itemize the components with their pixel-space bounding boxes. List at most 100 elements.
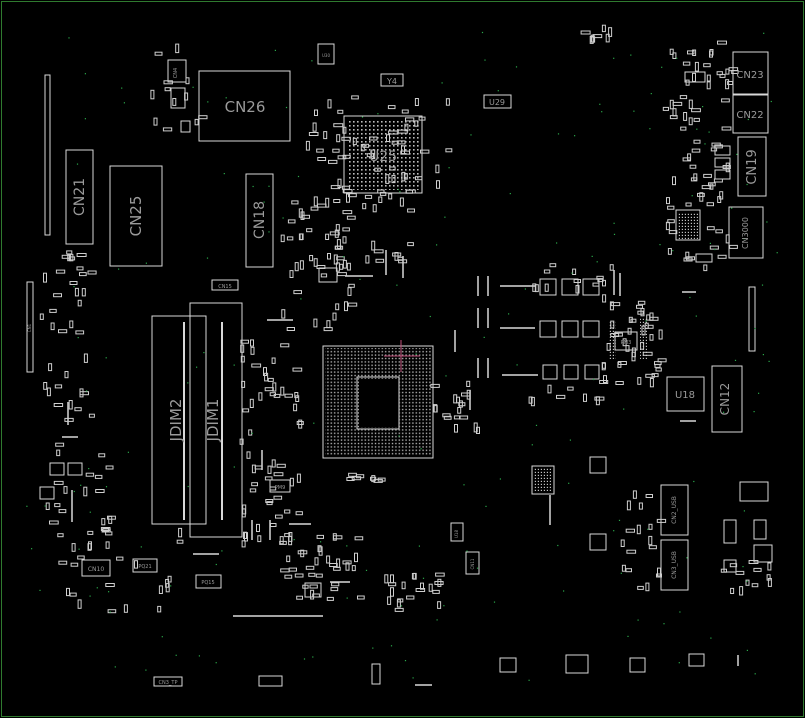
via: [285, 106, 288, 109]
via: [770, 100, 772, 103]
smd-component: [392, 252, 402, 257]
via: [776, 252, 778, 254]
smd-component: [699, 192, 704, 202]
smd-component: [683, 112, 688, 121]
smd-component: [657, 358, 667, 363]
cn23-label: CN23: [736, 70, 763, 81]
cn3-tp-outline[interactable]: [153, 676, 183, 687]
cn2-usb-outline[interactable]: [660, 484, 689, 536]
cn12-outline[interactable]: [711, 365, 743, 433]
cn15-outline[interactable]: [211, 279, 239, 291]
via: [300, 298, 302, 300]
smd-component: [85, 472, 95, 477]
smd-component: [602, 362, 606, 369]
via: [754, 327, 756, 330]
smd-component: [43, 272, 47, 283]
cn3-usb-outline[interactable]: [660, 539, 689, 591]
cn18-outline[interactable]: [245, 173, 274, 268]
smd-component: [401, 581, 406, 590]
smd-component: [411, 573, 416, 580]
smd-component: [638, 502, 643, 510]
cn22-outline[interactable]: [732, 94, 769, 134]
smd-component: [325, 233, 330, 240]
via: [187, 382, 189, 384]
smd-component: [333, 254, 338, 265]
smd-component: [667, 248, 672, 255]
via: [645, 320, 647, 322]
cn4-outline[interactable]: [167, 59, 187, 83]
smd-component: [276, 463, 286, 468]
smd-component: [753, 567, 762, 572]
smd-component: [242, 408, 250, 413]
cpu-socket-outline[interactable]: [322, 345, 434, 459]
smd-component: [154, 51, 163, 56]
smd-component: [706, 74, 711, 82]
via: [114, 666, 116, 668]
smd-component: [275, 514, 283, 519]
smd-component: [437, 578, 442, 587]
via: [39, 589, 41, 591]
smd-component: [347, 287, 352, 296]
smd-component: [331, 582, 340, 587]
smd-component: [706, 81, 711, 90]
smd-component: [157, 605, 162, 613]
smd-component: [178, 527, 183, 538]
smd-component: [400, 150, 410, 155]
smd-component: [284, 509, 291, 514]
smd-component: [766, 574, 771, 581]
pq15-outline[interactable]: [195, 574, 222, 589]
via: [397, 188, 399, 191]
jdim1-outline[interactable]: [189, 302, 243, 538]
cn11-outline[interactable]: [465, 551, 480, 575]
smd-component: [54, 503, 61, 508]
smd-component: [264, 476, 273, 481]
smd-component: [662, 106, 669, 111]
u18-outline[interactable]: [666, 376, 705, 412]
smd-component: [672, 176, 676, 186]
cn19-outline[interactable]: [737, 136, 767, 197]
via: [708, 131, 710, 133]
smd-component: [294, 262, 299, 272]
smd-component: [751, 583, 759, 588]
cn3000-outline[interactable]: [728, 206, 764, 259]
smd-component: [79, 391, 89, 396]
smd-component: [244, 532, 248, 542]
smd-component: [288, 535, 293, 546]
via: [650, 93, 652, 95]
smd-component: [717, 196, 722, 204]
smd-component: [397, 256, 404, 261]
smd-component: [49, 520, 59, 525]
pq21-outline[interactable]: [132, 558, 158, 573]
cn10-outline[interactable]: [81, 559, 111, 577]
smd-component: [636, 304, 643, 309]
jdim2-label: JDIM2: [167, 399, 185, 443]
via: [714, 248, 716, 251]
smd-component: [721, 126, 732, 131]
jdim2-outline[interactable]: [151, 315, 207, 525]
smd-component: [739, 586, 744, 596]
smd-component: [323, 327, 333, 332]
smd-component: [375, 258, 385, 263]
via: [574, 135, 576, 137]
smd-component: [70, 562, 79, 567]
smd-component: [313, 318, 318, 328]
smd-component: [685, 79, 690, 86]
smd-component: [420, 149, 430, 154]
smd-component: [687, 50, 695, 55]
u25-label: U25: [369, 149, 397, 165]
cn21-outline[interactable]: [65, 149, 94, 245]
via: [763, 32, 765, 34]
u29-outline[interactable]: [483, 94, 512, 109]
smd-component: [344, 301, 348, 312]
smd-component: [172, 98, 177, 106]
smd-component: [397, 129, 408, 134]
smd-component: [691, 108, 701, 113]
via: [647, 528, 649, 530]
cn26-outline[interactable]: [198, 70, 291, 142]
smd-component: [391, 140, 399, 145]
via: [599, 103, 601, 105]
cn25-outline[interactable]: [109, 165, 163, 267]
smd-component: [403, 173, 408, 180]
